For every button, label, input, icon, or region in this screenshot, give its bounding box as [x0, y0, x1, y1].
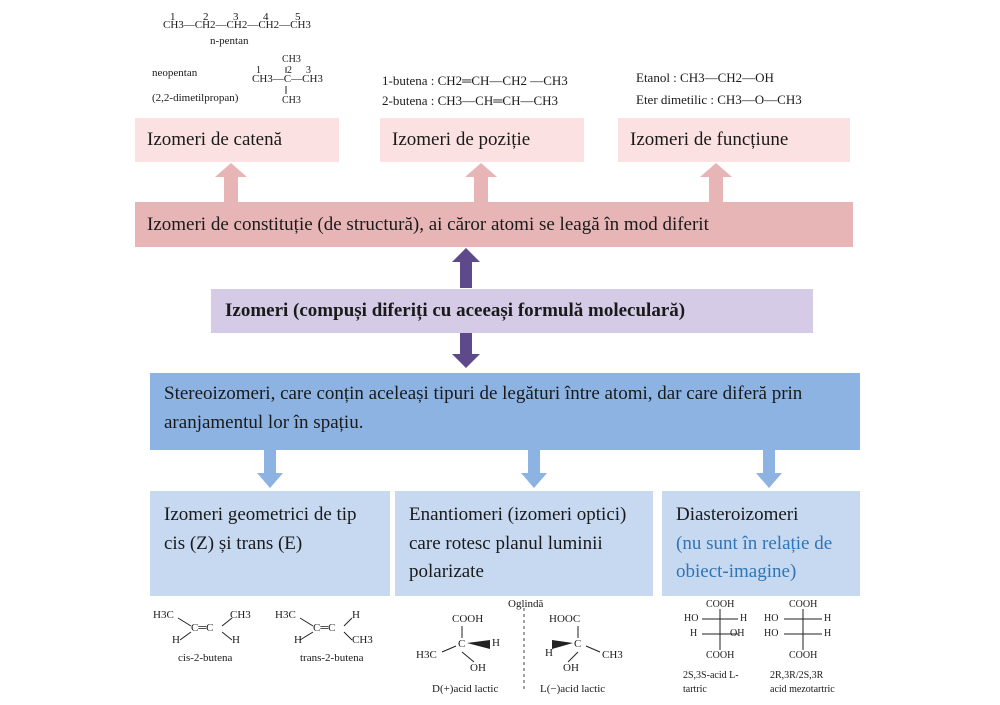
- t2-ho-2: HO: [764, 628, 779, 639]
- trans-cc: C═C: [313, 622, 336, 634]
- npentan-label: n-pentan: [210, 35, 249, 47]
- enantiomers-box: Enantiomeri (izomeri optici) care rotesc…: [395, 491, 653, 596]
- function-isomers-label: Izomeri de funcțiune: [630, 129, 789, 150]
- stereoisomers-box: Stereoizomeri, care conțin aceleași tipu…: [150, 373, 860, 450]
- neopentan-main: CH3—C—CH3: [252, 73, 323, 85]
- cis-h3c: H3C: [153, 609, 174, 621]
- d-label: D(+)acid lactic: [432, 683, 499, 695]
- t2-cooh-top: COOH: [789, 599, 818, 610]
- t2-label-2: acid mezotartric: [770, 684, 835, 695]
- diastereoisomers-title: Diasteroizomeri: [676, 504, 799, 525]
- cis-h-right: H: [232, 634, 240, 646]
- butena2-formula: 2-butena : CH3—CH═CH—CH3: [382, 93, 559, 108]
- t1-cooh-bottom: COOH: [706, 650, 735, 661]
- stereoisomers-label: Stereoizomeri, care conțin aceleași tipu…: [164, 383, 803, 433]
- neopentan-num-2: 2: [287, 65, 292, 76]
- arrow-to-constitution: [452, 248, 480, 288]
- diastereoisomers-box: Diasteroizomeri (nu sunt în relație de o…: [662, 491, 860, 596]
- tartaric-bonds: [702, 609, 822, 650]
- chain-isomers-box: Izomeri de catenă: [135, 118, 339, 162]
- position-isomers-label: Izomeri de poziție: [392, 129, 531, 150]
- butena1-formula: 1-butena : CH2═CH—CH2 —CH3: [382, 73, 568, 88]
- trans-h3c: H3C: [275, 609, 296, 621]
- t2-h-1: H: [824, 613, 832, 624]
- l-lactic-bonds: [567, 626, 601, 663]
- l-h: H: [545, 647, 553, 659]
- neopentan-num-1: 1: [256, 65, 261, 76]
- neopentan-label: neopentan: [152, 67, 198, 79]
- geometric-isomers-box: Izomeri geometrici de tip cis (Z) și tra…: [150, 491, 390, 596]
- t1-cooh-top: COOH: [706, 599, 735, 610]
- l-ch3: CH3: [602, 649, 623, 661]
- t1-h-right: H: [740, 613, 748, 624]
- neopentan-num-3: 3: [306, 65, 311, 76]
- cis-label: cis-2-butena: [178, 652, 233, 664]
- t1-oh: OH: [730, 628, 745, 639]
- eter-formula: Eter dimetilic : CH3—O—CH3: [636, 92, 802, 107]
- isomers-label: Izomeri (compuși diferiți cu aceeași for…: [225, 300, 686, 321]
- t2-cooh-bottom: COOH: [789, 650, 818, 661]
- geometric-isomers-label: Izomeri geometrici de tip cis (Z) și tra…: [164, 504, 357, 554]
- cis-h-left: H: [172, 634, 180, 646]
- trans-bonds: [299, 617, 353, 641]
- l-hooc: HOOC: [549, 613, 581, 625]
- isomers-box: Izomeri (compuși diferiți cu aceeași for…: [211, 289, 813, 333]
- arrow-to-geometric: [257, 450, 283, 488]
- neopentan-ch3-bottom: CH3: [282, 95, 301, 106]
- cis-ch3: CH3: [230, 609, 251, 621]
- mirror-label: Oglindă: [508, 598, 544, 610]
- d-lactic-wedge: [467, 640, 490, 649]
- l-lactic-wedge: [552, 640, 573, 649]
- trans-ch3: CH3: [352, 634, 373, 646]
- d-cooh: COOH: [452, 613, 484, 625]
- function-isomers-box: Izomeri de funcțiune: [618, 118, 850, 162]
- etanol-formula: Etanol : CH3—CH2—OH: [636, 70, 774, 85]
- t1-h-left: H: [690, 628, 698, 639]
- arrow-to-enantiomers: [521, 450, 547, 488]
- t2-ho-1: HO: [764, 613, 779, 624]
- trans-h-left: H: [294, 634, 302, 646]
- l-oh: OH: [563, 662, 579, 674]
- arrow-to-chain: [215, 163, 247, 203]
- d-h: H: [492, 637, 500, 649]
- chain-isomers-label: Izomeri de catenă: [147, 129, 283, 150]
- d-lactic-bonds: [441, 626, 475, 663]
- enantiomers-label: Enantiomeri (izomeri optici) care rotesc…: [409, 504, 627, 582]
- l-label: L(−)acid lactic: [540, 683, 606, 695]
- t2-label-1: 2R,3R/2S,3R: [770, 670, 824, 681]
- neopentan-iupac: (2,2-dimetilpropan): [152, 92, 239, 104]
- arrow-to-stereo: [452, 333, 480, 368]
- t1-ho: HO: [684, 613, 699, 624]
- d-c: C: [458, 638, 466, 650]
- trans-label: trans-2-butena: [300, 652, 364, 664]
- arrow-to-position: [465, 163, 497, 203]
- npentan-formula: CH3—CH2—CH2—CH2—CH3: [163, 19, 311, 31]
- d-h3c: H3C: [416, 649, 437, 661]
- position-isomers-box: Izomeri de poziție: [380, 118, 584, 162]
- arrow-to-diastereo: [756, 450, 782, 488]
- d-oh: OH: [470, 662, 486, 674]
- diastereoisomers-note: (nu sunt în relație de obiect-imagine): [676, 532, 833, 583]
- neopentan-ch3-top: CH3: [282, 54, 301, 65]
- cis-cc: C═C: [191, 622, 214, 634]
- trans-h-right: H: [352, 609, 360, 621]
- t1-label-2: tartric: [683, 684, 707, 695]
- l-c: C: [574, 638, 582, 650]
- cis-bonds: [177, 617, 233, 641]
- constitution-isomers-box: Izomeri de constituție (de structură), a…: [135, 202, 853, 247]
- arrow-to-function: [700, 163, 732, 203]
- constitution-isomers-label: Izomeri de constituție (de structură), a…: [147, 213, 709, 235]
- t2-h-2: H: [824, 628, 832, 639]
- t1-label-1: 2S,3S-acid L-: [683, 670, 739, 681]
